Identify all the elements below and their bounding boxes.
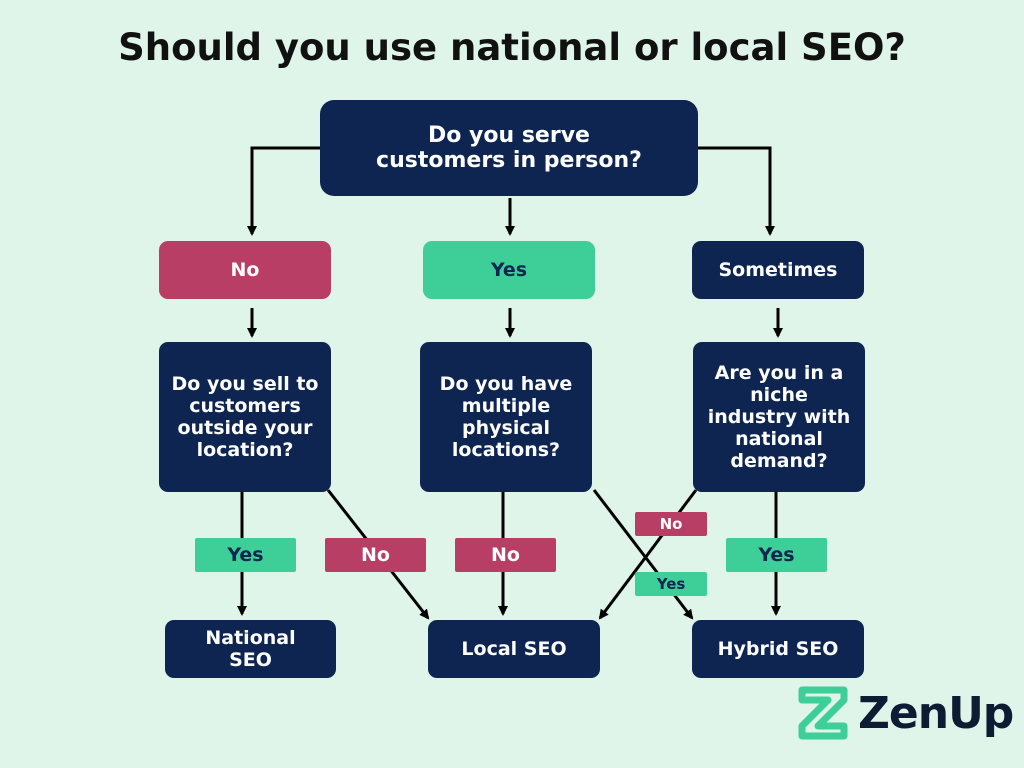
outcome-national-seo: National SEO <box>165 620 336 678</box>
outcome-hybrid-seo: Hybrid SEO <box>692 620 864 678</box>
outcome-local-seo: Local SEO <box>428 620 600 678</box>
label-sell-yes: Yes <box>195 538 296 572</box>
node-answer-sometimes: Sometimes <box>692 241 864 299</box>
label-multiple-no: No <box>455 538 556 572</box>
zenup-logo-text: ZenUp <box>858 687 1014 739</box>
node-question-multiple-locations: Do you have multiple physical locations? <box>420 342 592 492</box>
label-sell-no: No <box>325 538 426 572</box>
zenup-logo: ZenUp <box>796 686 1014 740</box>
node-question-sell-outside: Do you sell to customers outside your lo… <box>159 342 331 492</box>
label-niche-yes: Yes <box>726 538 827 572</box>
label-multiple-yes: Yes <box>635 572 707 596</box>
diagram-title: Should you use national or local SEO? <box>118 26 906 69</box>
label-niche-no: No <box>635 512 707 536</box>
arrow-root-to-sometimes <box>698 146 775 236</box>
arrow-q-niche-to-local <box>598 489 698 620</box>
arrow-q-multiple-to-hybrid <box>592 489 694 620</box>
node-root-question: Do you serve customers in person? <box>320 100 698 196</box>
zenup-logo-icon <box>798 686 848 740</box>
node-answer-no: No <box>159 241 331 299</box>
node-question-niche-industry: Are you in a niche industry with nationa… <box>693 342 865 492</box>
arrow-root-to-no <box>247 146 320 236</box>
node-answer-yes: Yes <box>423 241 595 299</box>
